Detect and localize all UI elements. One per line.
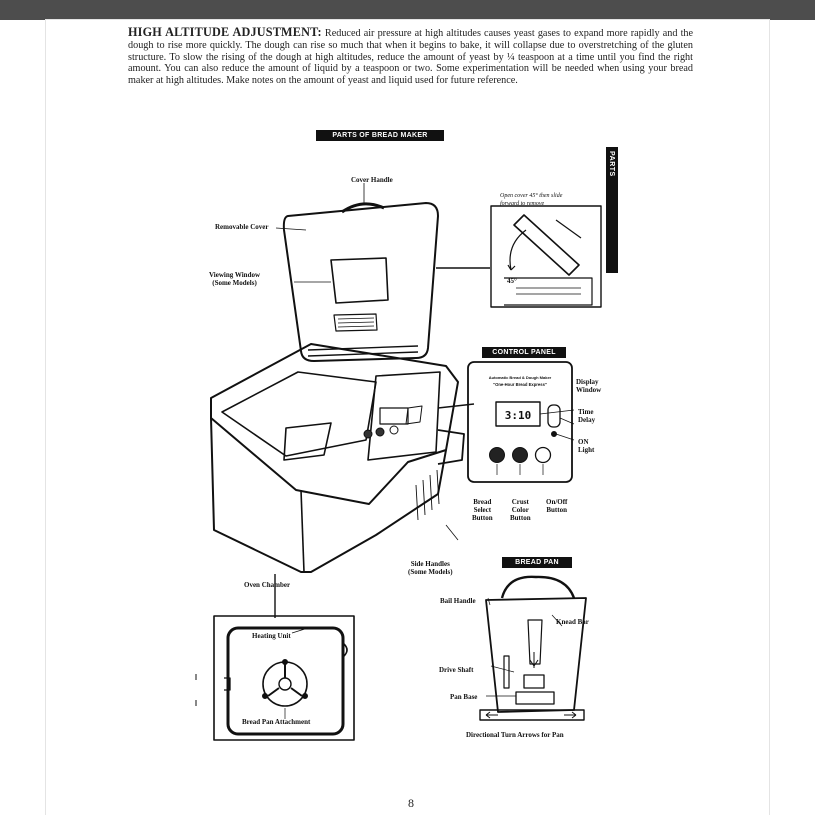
bail-handle-label: Bail Handle	[440, 597, 476, 605]
control-panel-header: CONTROL PANEL	[482, 347, 566, 358]
heating-unit-label: Heating Unit	[252, 632, 291, 640]
cover-handle-label: Cover Handle	[351, 176, 393, 184]
bread-pan-attachment-label: Bread Pan Attachment	[242, 718, 311, 726]
cover-handle-shape	[341, 202, 385, 214]
bail-handle-shape	[500, 575, 576, 599]
on-off-label: On/Off Button	[546, 498, 568, 514]
high-altitude-paragraph: HIGH ALTITUDE ADJUSTMENT: Reduced air pr…	[128, 25, 694, 87]
paragraph-body: Reduced air pressure at high altitudes c…	[128, 28, 694, 87]
viewer-right-margin	[769, 20, 815, 815]
display-time-readout: 3:10	[505, 409, 532, 422]
viewer-left-margin	[0, 20, 46, 815]
crust-color-label: Crust Color Button	[510, 498, 531, 522]
viewer-toolbar	[0, 0, 815, 20]
bread-pan-shape	[485, 597, 587, 713]
knead-bar-label: Knead Bar	[556, 618, 589, 626]
paragraph-heading: HIGH ALTITUDE ADJUSTMENT:	[128, 25, 322, 39]
on-light-label: ON Light	[578, 438, 595, 454]
parts-header: PARTS OF BREAD MAKER	[316, 130, 444, 141]
machine-body	[210, 343, 459, 505]
time-delay-label: Time Delay	[578, 408, 596, 424]
panel-brand-line2: "One-Hour Bread Express"	[493, 382, 547, 387]
turn-arrows-shape	[479, 709, 585, 721]
open-cover-note: Open cover 45° then slide forward to rem…	[500, 193, 563, 207]
turn-arrows-label: Directional Turn Arrows for Pan	[466, 731, 564, 739]
page-number: 8	[408, 796, 414, 810]
removable-cover-label: Removable Cover	[215, 223, 269, 231]
angle-label: 45°	[507, 277, 517, 285]
removable-cover-shape	[282, 202, 439, 362]
parts-side-tab: PARTS	[606, 147, 618, 273]
side-handle-shape	[437, 429, 465, 465]
side-handles-label: Side Handles (Some Models)	[408, 560, 453, 576]
cover-removal-inset	[490, 205, 602, 308]
drive-shaft-label: Drive Shaft	[439, 666, 474, 674]
body-control-panel	[367, 371, 441, 461]
viewing-window-shape	[330, 257, 389, 304]
bread-select-label: Bread Select Button	[472, 498, 493, 522]
bread-maker-diagram: 3:10 Automatic Bread & Dough Maker "One-…	[195, 183, 602, 741]
control-panel-inset	[467, 361, 573, 483]
document-page: HIGH ALTITUDE ADJUSTMENT: Reduced air pr…	[46, 20, 769, 815]
oven-chamber-inset	[213, 615, 355, 741]
pan-base-label: Pan Base	[450, 693, 478, 701]
viewing-window-label: Viewing Window (Some Models)	[209, 271, 261, 287]
display-window-label: Display Window	[576, 378, 602, 394]
panel-brand-line1: Automatic Bread & Dough Maker	[489, 375, 552, 380]
oven-chamber-label: Oven Chamber	[244, 581, 291, 589]
bread-pan-header: BREAD PAN	[502, 557, 572, 568]
